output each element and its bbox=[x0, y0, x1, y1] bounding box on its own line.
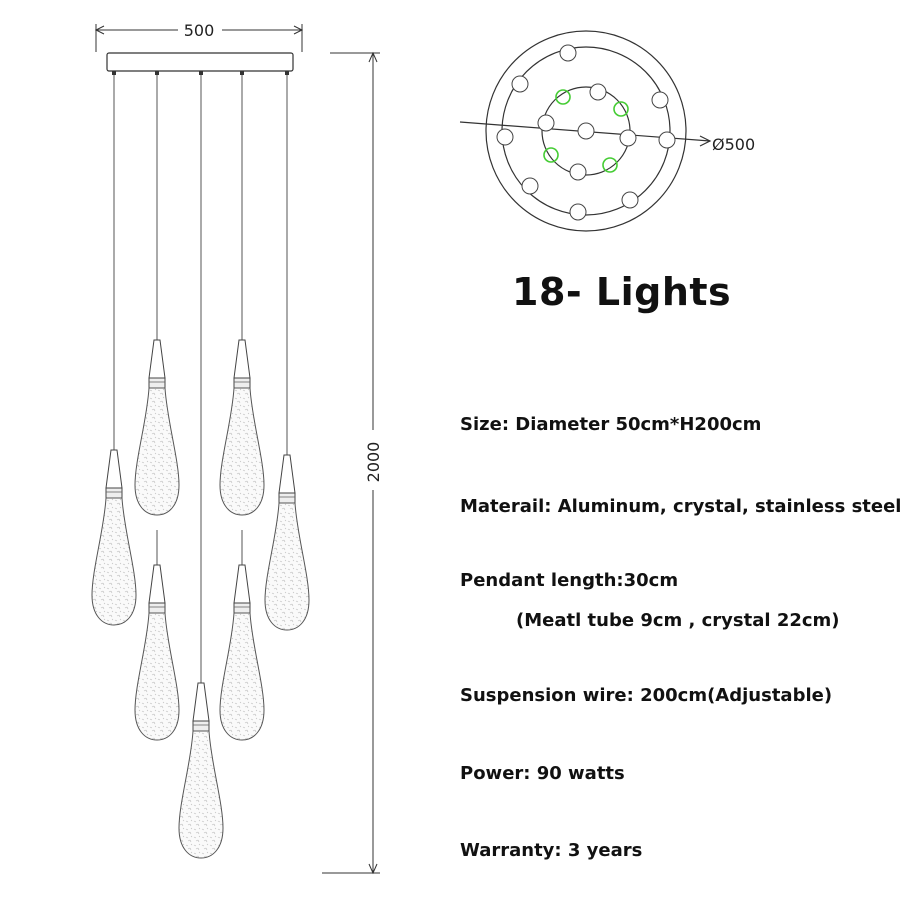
spec-warranty: Warranty: 3 years bbox=[460, 840, 643, 861]
spec-power: Power: 90 watts bbox=[460, 763, 625, 784]
diameter-label: Ø500 bbox=[712, 135, 755, 154]
pendant-light bbox=[134, 564, 180, 741]
pendant-light bbox=[178, 682, 224, 859]
width-dimension-label: 500 bbox=[184, 21, 215, 40]
pendant-light bbox=[134, 339, 180, 516]
highlighted-light-positions bbox=[543, 89, 629, 173]
height-dimension-label: 2000 bbox=[364, 442, 383, 483]
spec-suspension-wire: Suspension wire: 200cm(Adjustable) bbox=[460, 685, 833, 706]
width-label-bg bbox=[178, 20, 222, 40]
diameter-arrow bbox=[699, 135, 712, 147]
product-title: 18- Lights bbox=[512, 270, 732, 314]
pendant-light bbox=[264, 454, 310, 631]
light-positions bbox=[496, 44, 676, 221]
height-label-bg bbox=[362, 430, 384, 490]
spec-pendant-detail: (Meatl tube 9cm , crystal 22cm) bbox=[516, 610, 840, 631]
pendant-light bbox=[91, 449, 137, 626]
spec-size: Size: Diameter 50cm*H200cm bbox=[460, 414, 762, 435]
canopy-outer-ring bbox=[485, 30, 687, 232]
pendant-light bbox=[219, 564, 265, 741]
suspension-wires bbox=[113, 75, 288, 683]
spec-pendant-length: Pendant length:30cm bbox=[460, 570, 679, 591]
ceiling-canopy bbox=[106, 52, 294, 72]
pendant-light bbox=[219, 339, 265, 516]
canopy-mounts bbox=[112, 71, 289, 75]
spec-material: Materail: Aluminum, crystal, stainless s… bbox=[460, 496, 900, 517]
